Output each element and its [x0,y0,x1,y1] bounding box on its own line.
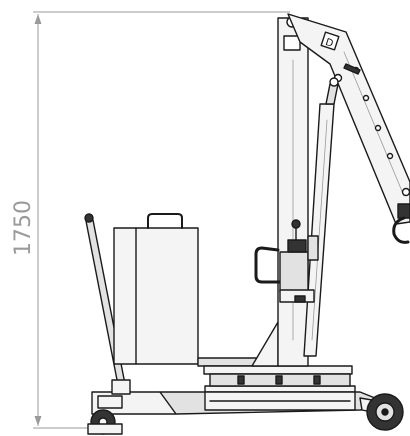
boom-warning-label: D [324,37,335,50]
chassis [91,385,381,415]
pump-side-fitting [307,235,319,261]
steering-handle-grip [84,213,94,223]
pump-valve-icon [291,219,301,229]
battery-box-handle-icon [147,213,183,229]
dimension-arrow-top [34,14,42,24]
steering-handle-socket [111,379,131,395]
hydraulic-cylinder [303,77,339,357]
slewing-frame-bolt-1 [237,375,245,385]
boom-warning-plate [320,31,340,51]
slewing-frame-bolt-3 [313,375,321,385]
boom-hole-2 [362,94,370,102]
cylinder-detail-line [311,119,328,341]
boom-arm [287,13,410,225]
hydraulic-pump [254,219,319,303]
hook [392,203,410,244]
cylinder-rod [325,83,339,105]
hook-icon [392,216,410,244]
front-wheel-hub [381,408,389,416]
mast-label-plate [283,35,301,51]
chassis-cross-bar [204,385,356,393]
boom: D [287,13,410,225]
slewing-frame-top-plate [203,365,353,375]
boom-hole-3 [374,124,382,132]
slewing-frame [203,365,353,387]
pump-lever-icon [254,246,282,284]
boom-scale-marker-icon [343,63,361,75]
slewing-frame-bolt-2 [275,375,283,385]
rear-caster [87,395,123,435]
battery-box-body [113,227,199,365]
mast [251,16,309,367]
dimension-arrow-bottom [34,416,42,426]
pump-drain-plug [294,295,306,303]
dimension-height-label: 1750 [11,200,36,256]
height-dimension [33,11,290,429]
mast-base-gusset [251,321,279,367]
hook-block [397,203,410,219]
rear-brake-pedal [87,423,123,435]
boom-inner-tube [343,51,405,197]
cylinder-top-pin [329,77,339,87]
front-wheel [359,393,404,431]
boom-end-pin [401,187,410,197]
battery-box [113,213,199,365]
boom-hole-4 [386,152,394,160]
pump-reservoir [287,239,307,253]
rear-caster-bracket [97,395,123,409]
pump-body [279,251,309,293]
